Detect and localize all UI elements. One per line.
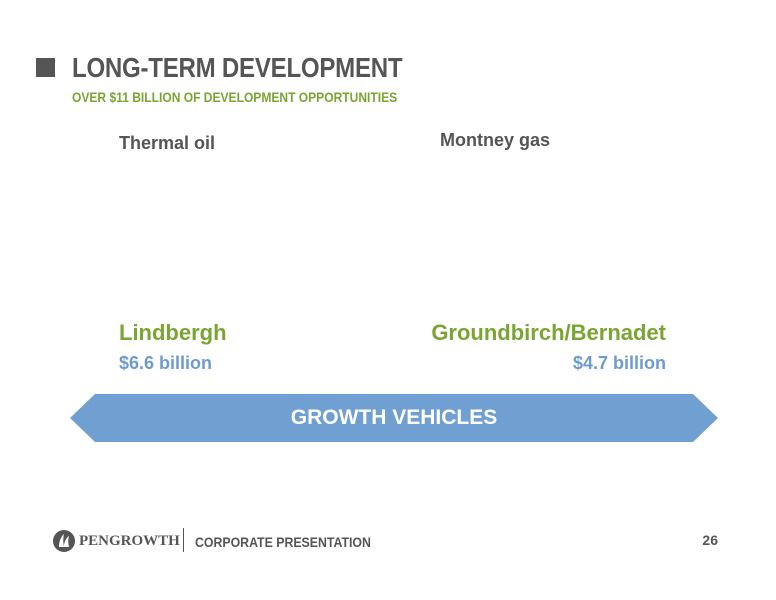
value-lindbergh: $6.6 billion [119, 353, 213, 373]
title-square-icon [36, 58, 55, 77]
value-groundbirch: $4.7 billion [572, 353, 666, 373]
project-lindbergh: Lindbergh [119, 320, 227, 345]
growth-vehicles-label: GROWTH VEHICLES [290, 406, 498, 429]
footer-divider [183, 528, 184, 552]
double-arrow-shape [70, 394, 718, 442]
brand-name: PENGROWTH [79, 533, 180, 549]
page-title: LONG-TERM DEVELOPMENT [72, 52, 403, 83]
pengrowth-logo-icon [52, 529, 76, 553]
category-thermal-oil: Thermal oil [119, 133, 216, 153]
category-montney-gas: Montney gas [440, 130, 551, 150]
page-number: 26 [702, 532, 718, 548]
growth-vehicles-banner: GROWTH VEHICLES [70, 394, 718, 442]
footer-section-label: CORPORATE PRESENTATION [195, 534, 371, 550]
page-subtitle: OVER $11 BILLION OF DEVELOPMENT OPPORTUN… [72, 89, 398, 105]
project-groundbirch: Groundbirch/Bernadet [431, 320, 666, 345]
